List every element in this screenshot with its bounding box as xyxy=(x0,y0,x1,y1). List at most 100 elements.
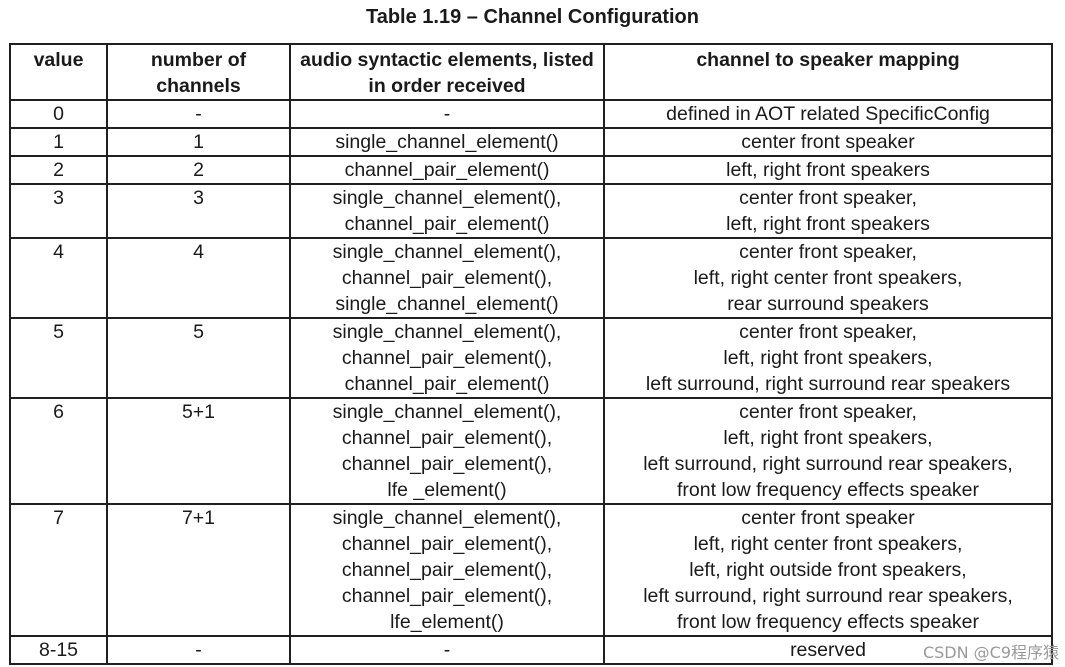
mapping-line: left, right front speakers, xyxy=(723,347,933,369)
cell-value: 7 xyxy=(9,503,108,637)
cell-speaker-mapping: center front speaker xyxy=(603,127,1053,157)
header-channels-line1: number of xyxy=(150,49,247,71)
cell-value: 0 xyxy=(9,99,108,129)
element-line: single_channel_element(), xyxy=(332,321,562,343)
cell-value: 5 xyxy=(9,317,108,399)
mapping-line: left, right center front speakers, xyxy=(693,533,963,555)
element-line: - xyxy=(443,103,451,125)
mapping-line: center front speaker, xyxy=(739,401,917,423)
header-value: value xyxy=(9,43,108,101)
cell-value: 4 xyxy=(9,237,108,319)
mapping-line: left surround, right surround rear speak… xyxy=(643,453,1013,475)
element-line: channel_pair_element(), xyxy=(341,453,553,475)
cell-value: 1 xyxy=(9,127,108,157)
cell-speaker-mapping: center front speaker, left, right center … xyxy=(603,237,1053,319)
element-line: single_channel_element(), xyxy=(332,241,562,263)
cell-value: 2 xyxy=(9,155,108,185)
cell-audio-elements: single_channel_element() xyxy=(289,127,605,157)
element-line: channel_pair_element() xyxy=(344,373,550,395)
cell-speaker-mapping: center front speaker, left, right front s… xyxy=(603,397,1053,505)
table-caption: Table 1.19 – Channel Configuration xyxy=(365,6,699,28)
cell-number-of-channels: 7+1 xyxy=(106,503,291,637)
mapping-line: left surround, right surround rear speak… xyxy=(645,373,1011,395)
mapping-line: left, right front speakers xyxy=(726,213,930,235)
channel-configuration-table: value number of channels audio syntactic… xyxy=(9,43,1053,665)
mapping-line: center front speaker, xyxy=(739,187,917,209)
header-audio-syntactic-elements: audio syntactic elements, listed in orde… xyxy=(289,43,605,101)
cell-number-of-channels: - xyxy=(106,99,291,129)
cell-value: 3 xyxy=(9,183,108,239)
mapping-line: left, right front speakers xyxy=(726,159,930,181)
cell-speaker-mapping: defined in AOT related SpecificConfig xyxy=(603,99,1053,129)
element-line: channel_pair_element(), xyxy=(341,533,553,555)
element-line: single_channel_element(), xyxy=(332,187,562,209)
element-line: channel_pair_element() xyxy=(344,159,550,181)
cell-speaker-mapping: center front speaker left, right center f… xyxy=(603,503,1053,637)
cell-speaker-mapping: center front speaker, left, right front s… xyxy=(603,317,1053,399)
mapping-line: left, right front speakers, xyxy=(723,427,933,449)
mapping-line: reserved xyxy=(790,639,866,661)
mapping-line: left surround, right surround rear speak… xyxy=(643,585,1013,607)
cell-number-of-channels: 4 xyxy=(106,237,291,319)
cell-audio-elements: single_channel_element(), channel_pair_el… xyxy=(289,397,605,505)
mapping-line: center front speaker, xyxy=(739,241,917,263)
cell-number-of-channels: 2 xyxy=(106,155,291,185)
cell-audio-elements: - xyxy=(289,635,605,665)
cell-audio-elements: single_channel_element(), channel_pair_el… xyxy=(289,317,605,399)
mapping-line: defined in AOT related SpecificConfig xyxy=(666,103,990,125)
cell-number-of-channels: 3 xyxy=(106,183,291,239)
mapping-line: left, right center front speakers, xyxy=(693,267,963,289)
element-line: single_channel_element(), xyxy=(332,507,562,529)
element-line: single_channel_element() xyxy=(335,131,559,153)
element-line: single_channel_element() xyxy=(335,293,559,315)
cell-number-of-channels: 5 xyxy=(106,317,291,399)
header-channel-to-speaker-mapping: channel to speaker mapping xyxy=(603,43,1053,101)
mapping-line: center front speaker xyxy=(741,507,915,529)
mapping-line: center front speaker, xyxy=(739,321,917,343)
element-line: channel_pair_element(), xyxy=(341,585,553,607)
header-elements-line1: audio syntactic elements, xyxy=(300,49,538,71)
table-row: 8-15--reserved xyxy=(9,635,1053,665)
cell-value: 6 xyxy=(9,397,108,505)
header-number-of-channels: number of channels xyxy=(106,43,291,101)
cell-speaker-mapping: center front speaker, left, right front s… xyxy=(603,183,1053,239)
mapping-line: center front speaker xyxy=(741,131,915,153)
table-header-row: value number of channels audio syntactic… xyxy=(9,43,1053,101)
element-line: channel_pair_element(), xyxy=(341,559,553,581)
cell-number-of-channels: - xyxy=(106,635,291,665)
cell-audio-elements: single_channel_element(), channel_pair_el… xyxy=(289,237,605,319)
cell-audio-elements: single_channel_element(), channel_pair_el… xyxy=(289,183,605,239)
cell-audio-elements: channel_pair_element() xyxy=(289,155,605,185)
element-line: channel_pair_element(), xyxy=(341,427,553,449)
cell-audio-elements: - xyxy=(289,99,605,129)
cell-number-of-channels: 5+1 xyxy=(106,397,291,505)
element-line: single_channel_element(), xyxy=(332,401,562,423)
element-line: channel_pair_element(), xyxy=(341,347,553,369)
cell-number-of-channels: 1 xyxy=(106,127,291,157)
element-line: channel_pair_element(), xyxy=(341,267,553,289)
header-elements-line2: listed in order received xyxy=(368,49,594,97)
element-line: - xyxy=(443,639,451,661)
mapping-line: front low frequency effects speaker xyxy=(676,611,980,633)
header-value-label: value xyxy=(33,49,84,71)
cell-speaker-mapping: reserved xyxy=(603,635,1053,665)
watermark: CSDN @C9程序猿 xyxy=(922,643,1059,662)
table-row: 0--defined in AOT related SpecificConfig xyxy=(9,99,1053,129)
mapping-line: left, right outside front speakers, xyxy=(689,559,967,581)
mapping-line: front low frequency effects speaker xyxy=(676,479,980,501)
element-line: lfe_element() xyxy=(390,611,504,633)
header-mapping-label: channel to speaker mapping xyxy=(696,49,960,71)
element-line: channel_pair_element() xyxy=(344,213,550,235)
table-body: 0--defined in AOT related SpecificConfig… xyxy=(9,99,1053,665)
cell-audio-elements: single_channel_element(), channel_pair_el… xyxy=(289,503,605,637)
header-channels-line2: channels xyxy=(156,75,241,97)
element-line: lfe _element() xyxy=(387,479,507,501)
cell-value: 8-15 xyxy=(9,635,108,665)
cell-speaker-mapping: left, right front speakers xyxy=(603,155,1053,185)
